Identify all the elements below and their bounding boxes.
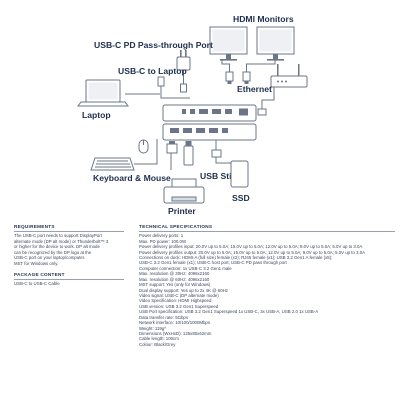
spec-line: Dual display support: Yes up to 2x 4K @ …	[139, 287, 228, 293]
power-plug-icon	[176, 50, 191, 93]
spec-line: Max. resolution @ 60Hz: 4096x2160	[139, 276, 210, 282]
spec-line: MST support: Yes (only for Windows)	[139, 282, 211, 288]
spec-line: USB version: USB 3.2 Gen1 Superspeed	[139, 303, 219, 309]
connection-diagram: HDMI Monitors USB-C PD Pass-through Port…	[77, 14, 308, 216]
label-hdmi-monitors: HDMI Monitors	[233, 14, 294, 24]
label-ssd: SSD	[232, 193, 250, 203]
label-usbc-laptop: USB-C to Laptop	[118, 66, 187, 76]
requirements-heading: REQUIREMENTS	[14, 224, 124, 232]
hdmi-plug-icon	[221, 60, 234, 84]
right-column: TECHNICAL SPECIFICATIONS Power delivery …	[139, 224, 395, 347]
printer-icon	[163, 153, 205, 204]
spec-line: Computer connection: 1x USB-C 3.2 Gen1 m…	[139, 265, 232, 271]
rj45-plug-icon	[257, 108, 267, 116]
label-printer: Printer	[168, 206, 196, 216]
spec-line: USB Port specification: USB 3.2 Gen1 Sup…	[139, 309, 319, 315]
spec-line: Power delivery profiles output: 20.0V up…	[139, 249, 366, 255]
requirements-line: The USB-C port needs to support DisplayP…	[14, 233, 102, 239]
requirements-line: MST for Windows only.	[14, 260, 59, 266]
text-section: REQUIREMENTS The USB-C port needs to sup…	[0, 224, 400, 400]
spec-line: Max. resolution @ 30Hz: 4096x2160	[139, 271, 210, 277]
label-laptop: Laptop	[82, 110, 111, 120]
usbc-plug-icon	[157, 76, 190, 99]
requirements-line: alternate mode (DP alt mode) or Thunderb…	[14, 238, 109, 244]
requirements-text: The USB-C port needs to support DisplayP…	[14, 233, 124, 266]
spec-line: Data transfer rate: 5Gbps	[139, 314, 189, 320]
spec-line: Max. PD power: 100.0W	[139, 238, 187, 244]
mouse-icon	[138, 139, 149, 154]
usb-stick-icon	[183, 141, 194, 166]
docking-station-icon	[162, 104, 257, 141]
usb-dongle-icon	[166, 141, 178, 154]
requirements-line: can be recognized by the DP logo at the	[14, 249, 92, 255]
label-pd-port: USB-C PD Pass-through Port	[94, 40, 213, 50]
label-usb-stick: USB Stick	[200, 171, 241, 181]
label-keyboard-mouse: Keyboard & Mouse	[93, 173, 171, 183]
spec-line: Weight: 119g*	[139, 325, 166, 331]
requirements-line: USB-C port on your laptop/computer.	[14, 255, 86, 261]
spec-line: Power delivery profiles input: 20.0V up …	[139, 244, 363, 250]
spec-line: Video Specification: HDMI Highspeed	[139, 298, 212, 304]
specs-heading: TECHNICAL SPECIFICATIONS	[139, 224, 395, 232]
monitor-left-icon	[209, 26, 248, 61]
spec-line: Colour: Black/Grey	[139, 341, 176, 347]
left-column: REQUIREMENTS The USB-C port needs to sup…	[14, 224, 124, 287]
package-text: USB-C to USB-C Cable	[14, 281, 124, 286]
package-heading: PACKAGE CONTENT	[14, 272, 124, 280]
spec-line: Dimensions (WxHxD): 125x80x62mm	[139, 330, 212, 336]
router-icon	[270, 64, 308, 88]
spec-line: USB-C 3.2 Gen1 female (x1); USB-C host p…	[139, 260, 287, 266]
laptop-icon	[77, 79, 160, 107]
keyboard-icon	[90, 139, 158, 171]
spec-line: Cable length: 100cm	[139, 336, 179, 342]
monitor-right-icon	[256, 26, 295, 61]
hdmi-plug-icon	[242, 60, 276, 84]
ssd-icon	[211, 140, 249, 188]
requirements-line: or higher for the device to work. DP alt…	[14, 244, 100, 250]
spec-line: Connections on dock: HDMI-A (full size) …	[139, 255, 333, 261]
label-ethernet: Ethernet	[237, 84, 272, 94]
spec-line: Power delivery ports: 1	[139, 233, 184, 239]
spec-line: Network interface: 10/100/1000Mbps	[139, 320, 210, 326]
spec-line: Video signal: USB-C (DP alternate mode)	[139, 293, 219, 299]
package-line: USB-C to USB-C Cable	[14, 281, 60, 287]
